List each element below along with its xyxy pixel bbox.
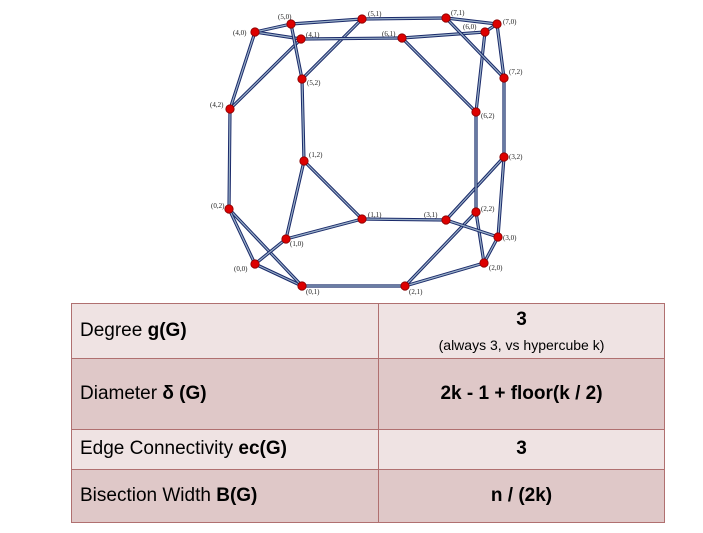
graph-edge (302, 159, 364, 221)
diameter-value: 2k - 1 + floor(k / 2) (378, 358, 665, 430)
graph-node (286, 19, 296, 29)
graph-node (471, 107, 481, 117)
graph-node-label: (6,1) (382, 30, 396, 38)
graph-node-label: (2,2) (481, 205, 495, 213)
diameter-label: Diameter δ (G) (71, 358, 379, 430)
graph-edge (253, 262, 304, 288)
graph-node (357, 14, 367, 24)
graph-node (357, 214, 367, 224)
graph-node (225, 104, 235, 114)
graph-node-label: (1,1) (368, 211, 382, 219)
degree-note: (always 3, vs hypercube k) (438, 337, 605, 354)
bisection-width-label: Bisection Width B(G) (71, 468, 379, 524)
edge-connectivity-label: Edge Connectivity ec(G) (71, 428, 379, 470)
graph-edge (444, 16, 499, 26)
graph-edge (227, 207, 257, 266)
graph-edge (400, 36, 478, 114)
graph-edge (444, 16, 506, 80)
graph-node-label: (5,2) (307, 79, 321, 87)
table-row-degree: Degree g(G) 3(always 3, vs hypercube k) (71, 302, 665, 360)
graph-node (281, 234, 291, 244)
graph-node-label: (3,1) (424, 211, 438, 219)
bisection-width-value: n / (2k) (378, 468, 665, 524)
graph-node-label: (2,1) (409, 288, 423, 296)
graph-edges (227, 16, 506, 288)
graph-nodes: (0,0) (0,1) (0,2) (1,0) (1,1) (1,2) (2,0) (2,1)… (210, 9, 523, 296)
graph-node-label: (0,2) (211, 202, 225, 210)
graph-node (493, 232, 503, 242)
graph-edge (360, 217, 448, 222)
graph-edge (300, 17, 364, 81)
graph-node (441, 215, 451, 225)
cube-connected-cycles-graph: (0,0) (0,1) (0,2) (1,0) (1,1) (1,2) (2,0) (2,1)… (210, 9, 523, 296)
graph-node (499, 73, 509, 83)
graph-edge (400, 30, 487, 40)
table-row-diameter: Diameter δ (G) 2k - 1 + floor(k / 2) (71, 358, 665, 430)
graph-node-label: (6,2) (481, 112, 495, 120)
graph-edge (289, 17, 364, 26)
graph-node (397, 33, 407, 43)
graph-node-label: (1,0) (290, 240, 304, 248)
graph-node-label: (4,2) (210, 101, 224, 109)
graph-node (471, 207, 481, 217)
graph-edge (360, 16, 448, 21)
graph-node (480, 27, 490, 37)
graph-edge (299, 36, 404, 41)
graph-node-label: (2,0) (489, 264, 503, 272)
graph-edge (495, 22, 506, 80)
graph-node (400, 281, 410, 291)
graph-edge (474, 210, 486, 265)
graph-node (296, 34, 306, 44)
graph-node-label: (6,0) (463, 23, 477, 31)
graph-edge (289, 22, 304, 81)
graph-edge (284, 159, 306, 241)
graph-node-label: (7,2) (509, 68, 523, 76)
graph-node-label: (5,1) (368, 10, 382, 18)
graph-node-label: (7,1) (451, 9, 465, 17)
graph-edge (228, 30, 257, 111)
degree-value: 3(always 3, vs hypercube k) (378, 302, 665, 360)
graph-node (250, 259, 260, 269)
graph-node (224, 204, 234, 214)
graph-node-label: (7,0) (503, 18, 517, 26)
properties-table: Degree g(G) 3(always 3, vs hypercube k) … (71, 302, 665, 524)
graph-edge (482, 235, 500, 265)
graph-edge (300, 77, 306, 163)
graph-edge (227, 107, 232, 211)
graph-node-label: (0,0) (234, 265, 248, 273)
graph-node (479, 258, 489, 268)
graph-node-label: (3,0) (503, 234, 517, 242)
graph-node (299, 156, 309, 166)
graph-node-label: (0,1) (306, 288, 320, 296)
edge-connectivity-value: 3 (378, 428, 665, 470)
graph-edge (284, 217, 364, 241)
graph-node (297, 281, 307, 291)
graph-node-label: (5,0) (278, 13, 292, 21)
graph-node-label: (3,2) (509, 153, 523, 161)
graph-node (492, 19, 502, 29)
graph-node-label: (1,2) (309, 151, 323, 159)
graph-node-label: (4,0) (233, 29, 247, 37)
graph-edge (474, 30, 487, 114)
graph-edge (403, 261, 486, 288)
graph-edge (228, 37, 303, 111)
graph-edge (253, 22, 293, 34)
table-row-bisection-width: Bisection Width B(G) n / (2k) (71, 468, 665, 524)
graph-node (441, 13, 451, 23)
graph-edge (227, 207, 304, 288)
graph-edge (444, 218, 500, 239)
degree-label: Degree g(G) (71, 302, 379, 360)
graph-node (499, 152, 509, 162)
graph-node-label: (4,1) (306, 31, 320, 39)
table-row-edge-connectivity: Edge Connectivity ec(G) 3 (71, 428, 665, 470)
graph-node (297, 74, 307, 84)
graph-edge (496, 155, 506, 239)
graph-edge (253, 237, 288, 266)
graph-node (250, 27, 260, 37)
